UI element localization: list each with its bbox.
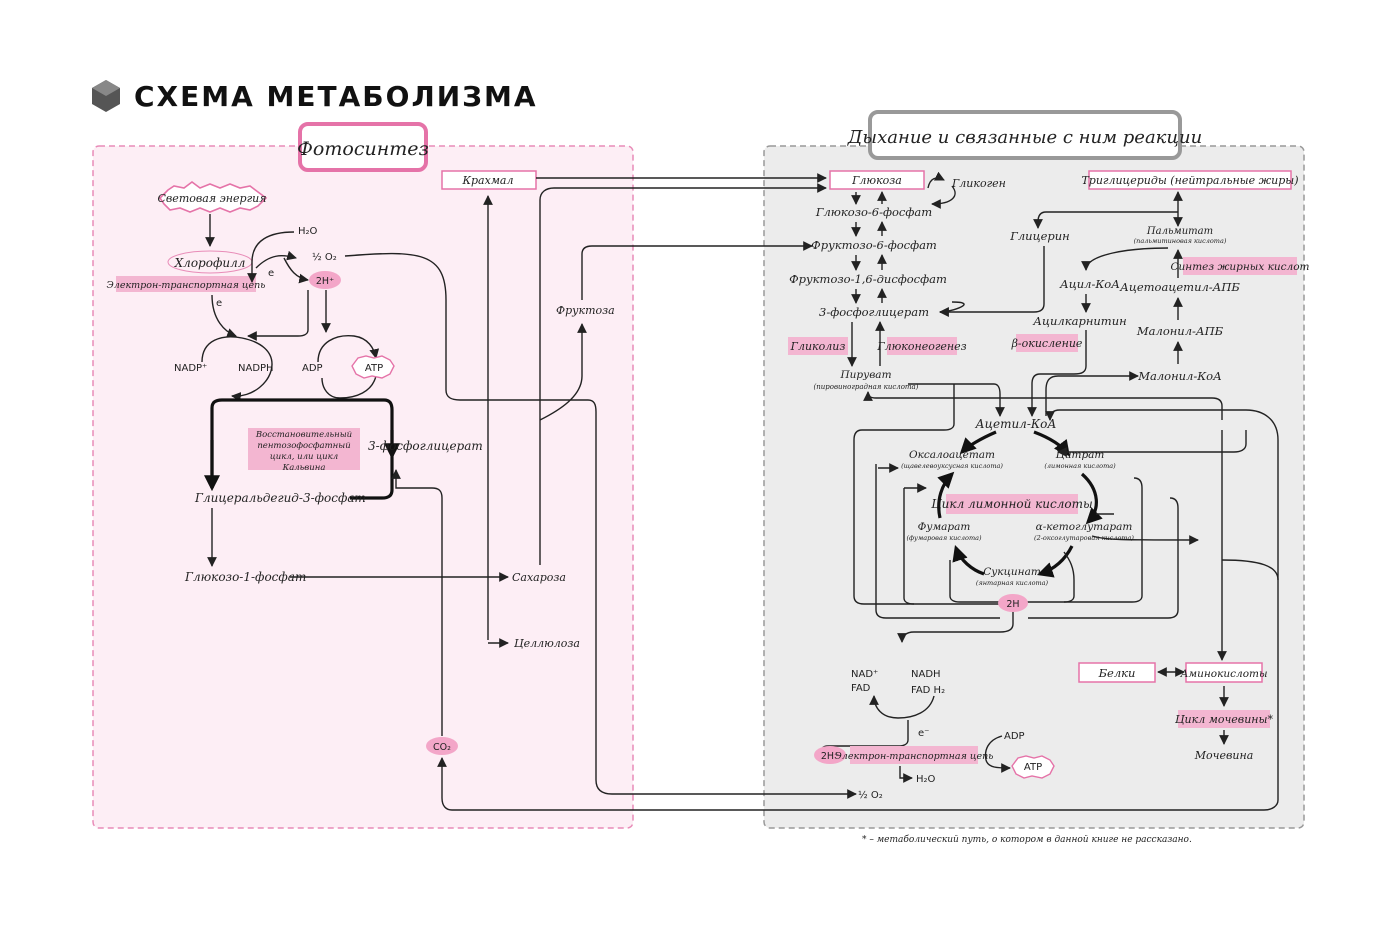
resp-akg-sub: (2-оксоглутаровая кислота)	[1034, 534, 1134, 542]
photo-cellulose: Целлюлоза	[514, 637, 580, 650]
resp-malonylcoa: Малонил-КоА	[1137, 369, 1222, 383]
resp-2h-badge: 2H	[1006, 599, 1019, 610]
resp-etc-box	[850, 746, 978, 764]
betaox-box	[1016, 334, 1078, 352]
resp-fas: Синтез жирных кислот	[1171, 261, 1310, 273]
resp-succinate: Сукцинат	[983, 566, 1041, 578]
resp-urea-cycle: Цикл мочевины*	[1175, 713, 1274, 726]
page-title: СХЕМА МЕТАБОЛИЗМА	[134, 80, 538, 113]
photo-etc-box	[116, 276, 256, 292]
photo-g3p: Глицеральдегид-3-фосфат	[194, 491, 366, 505]
resp-glycogen: Гликоген	[951, 177, 1006, 190]
resp-palmitate-sub: (пальмитиновая кислота)	[1134, 237, 1227, 245]
photo-sucrose: Сахароза	[512, 571, 566, 584]
respiration-header: Дыхание и связанные с ним реакции	[847, 127, 1202, 148]
resp-adp: ADP	[1004, 731, 1025, 742]
resp-pyruvate: Пируват	[839, 369, 891, 381]
resp-succinate-sub: (янтарная кислота)	[976, 579, 1049, 587]
resp-glycolysis: Гликолиз	[790, 340, 846, 353]
photo-e2: e	[216, 298, 222, 309]
resp-proteins: Белки	[1098, 666, 1136, 680]
light-energy-label: Световая энергия	[157, 192, 266, 205]
resp-fad: FAD	[851, 683, 871, 694]
resp-fumarate-sub: (фумаровая кислота)	[906, 534, 982, 542]
photo-adp: ADP	[302, 363, 323, 374]
photo-half-o2: ½ O₂	[312, 251, 337, 263]
photo-atp: ATP	[365, 363, 383, 374]
proteins-box	[1078, 662, 1156, 683]
photo-e1: e	[268, 268, 274, 279]
resp-palmitate: Пальмитат	[1146, 226, 1213, 237]
amino-box	[1185, 662, 1263, 683]
resp-etc-label: Электрон-транспортная цепь	[835, 751, 994, 762]
resp-acylcoa: Ацил-КоА	[1059, 277, 1120, 291]
resp-pga: 3-фосфоглицерат	[819, 305, 929, 319]
resp-gluconeogenesis: Глюконеогенез	[876, 340, 966, 353]
resp-nadh: NADH	[911, 669, 941, 680]
resp-nad: NAD⁺	[851, 669, 878, 680]
resp-f6p: Фруктозо-6-фосфат	[811, 238, 937, 252]
resp-urea: Мочевина	[1194, 749, 1254, 762]
starch-box	[441, 170, 537, 190]
resp-malonylacp: Малонил-АПБ	[1136, 324, 1224, 338]
gluconeogenesis-box	[887, 337, 957, 355]
resp-g6p: Глюкозо-6-фосфат	[815, 205, 932, 219]
resp-amino: Аминокислоты	[1179, 668, 1267, 680]
resp-oxaloacetate-sub: (щавелевоуксусная кислота)	[901, 462, 1003, 470]
resp-e: e⁻	[918, 728, 929, 739]
glycolysis-arrows	[847, 191, 887, 367]
resp-glucose: Глюкоза	[851, 174, 902, 187]
photosynthesis-header-box	[298, 122, 428, 172]
photo-nadph: NADPH	[238, 363, 274, 374]
resp-oxaloacetate: Оксалоацетат	[909, 449, 995, 461]
photo-pga: 3-фосфоглицерат	[368, 439, 483, 453]
urea-cycle-box	[1178, 710, 1270, 728]
resp-pyruvate-sub: (пировиноградная кислота)	[814, 383, 919, 391]
photo-g1p: Глюкозо-1-фосфат	[184, 570, 306, 584]
resp-acetylcoa: Ацетил-КоА	[975, 417, 1057, 431]
fas-box	[1183, 257, 1297, 275]
tca-box	[946, 494, 1078, 514]
photo-etc-label: Электрон-транспортная цепь	[107, 280, 266, 291]
photo-nadp: NADP⁺	[174, 363, 207, 374]
resp-citrate-sub: (лимонная кислота)	[1044, 462, 1116, 470]
tg-box	[1088, 170, 1292, 190]
resp-2hp-badge: 2H⁺	[821, 751, 839, 762]
photo-starch: Крахмал	[462, 174, 514, 187]
photo-fructose: Фруктоза	[556, 304, 615, 317]
footnote: * – метаболический путь, о котором в дан…	[862, 834, 1192, 845]
glycolysis-box	[788, 337, 848, 355]
resp-betaox: β-окисление	[1011, 337, 1083, 350]
resp-f16p: Фруктозо-1,6-дисфосфат	[789, 272, 947, 286]
resp-acetoacetyl: Ацетоацетил-АПБ	[1119, 280, 1240, 294]
resp-h2o: H₂O	[916, 774, 936, 785]
calvin-label: Восстановительный пентозофосфатный цикл,…	[255, 430, 353, 470]
calvin-box	[248, 428, 360, 470]
resp-akg: α-кетоглутарат	[1036, 521, 1133, 533]
resp-atp: ATP	[1024, 762, 1042, 773]
resp-citrate: Цитрат	[1056, 449, 1105, 461]
resp-fumarate: Фумарат	[918, 521, 971, 533]
light-energy-node: Световая энергия	[157, 181, 268, 213]
title-hexagon-icon	[92, 80, 120, 112]
photo-h2o: H₂O	[298, 226, 318, 237]
photosynthesis-panel	[92, 145, 634, 829]
resp-acylcarnitine: Ацилкарнитин	[1032, 314, 1126, 328]
respiration-header-box	[868, 110, 1182, 160]
chlorophyll-label: Хлорофилл	[174, 256, 246, 270]
resp-half-o2: ½ O₂	[858, 789, 883, 801]
resp-fadh2: FAD H₂	[911, 685, 945, 696]
calvin-fo: Восстановительный пентозофосфатный цикл,…	[255, 430, 353, 470]
photo-co2-badge: CO₂	[433, 742, 451, 753]
resp-tca: Цикл лимонной кислоты	[931, 497, 1093, 511]
photo-2h-badge: 2H⁺	[316, 276, 334, 287]
photosynthesis-header: Фотосинтез	[297, 138, 429, 160]
glucose-box	[829, 170, 925, 190]
resp-glycerol: Глицерин	[1009, 229, 1070, 243]
resp-tg: Триглицериды (нейтральные жиры)	[1081, 174, 1298, 187]
